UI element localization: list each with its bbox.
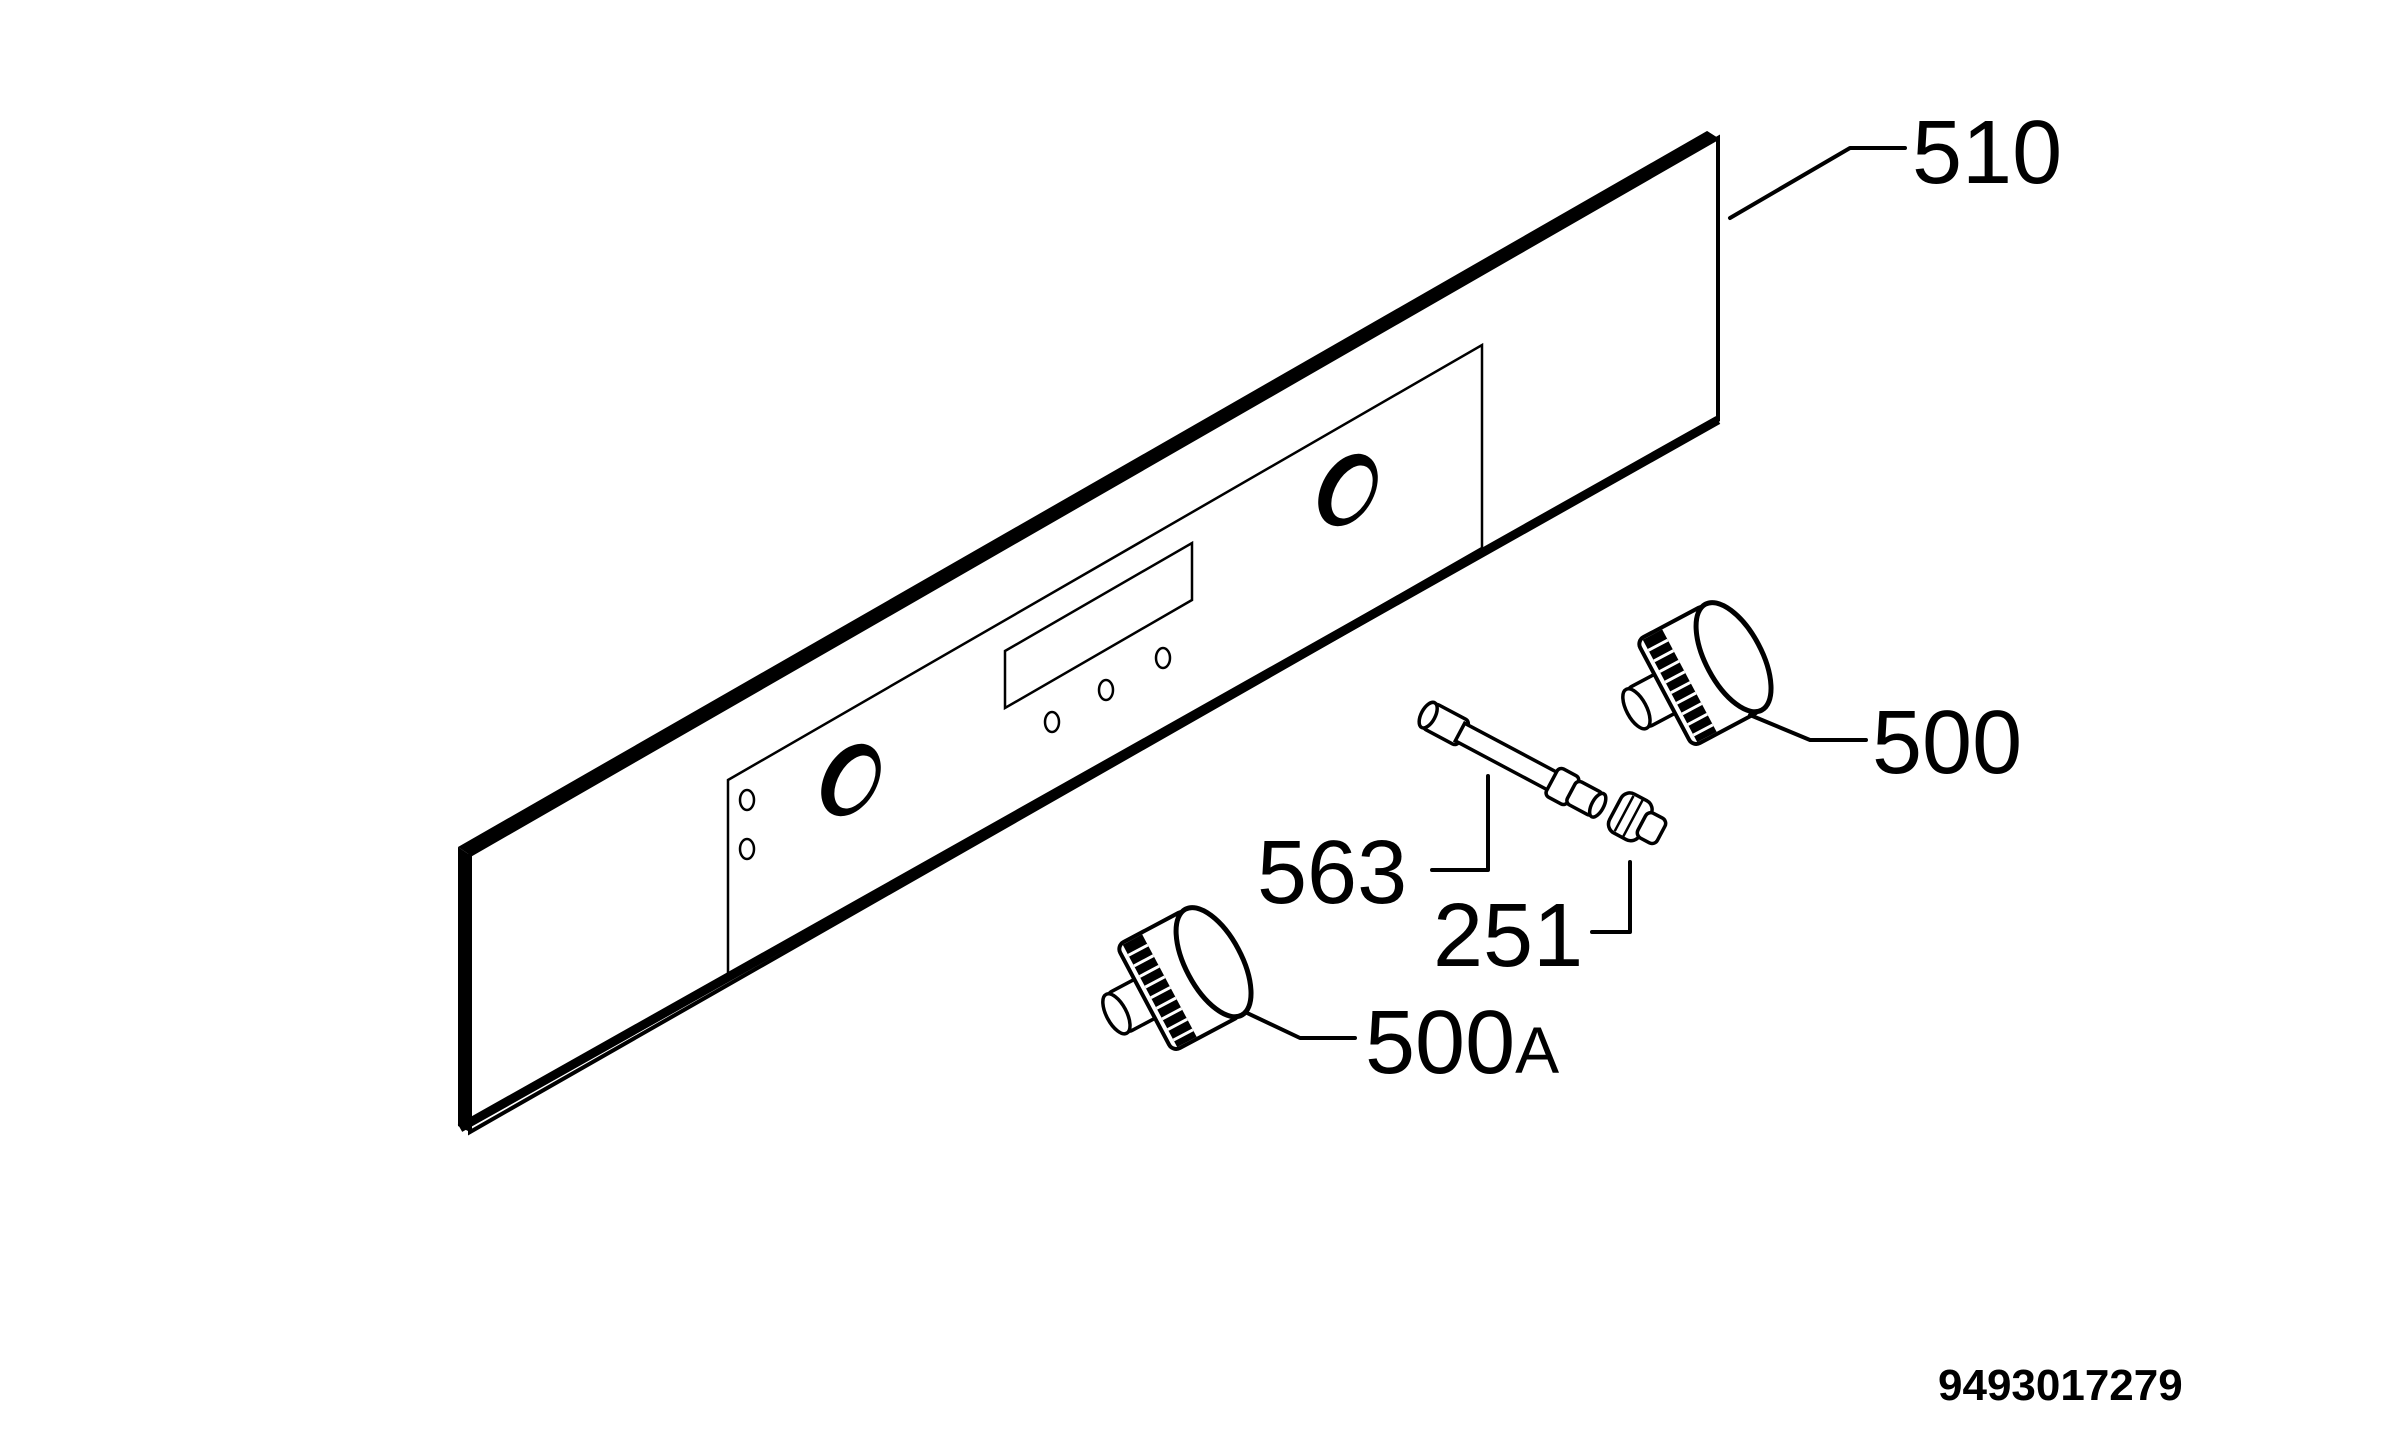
label-500: 500	[1872, 693, 2022, 793]
indicator-hole-1	[738, 788, 756, 812]
button-hole-3	[1154, 646, 1172, 670]
right-knob-hole	[1318, 453, 1378, 527]
label-500a-suffix: A	[1515, 1013, 1559, 1087]
label-563: 563	[1257, 823, 1407, 923]
control-area-frame	[726, 342, 1484, 983]
document-code: 9493017279	[1938, 1361, 2183, 1410]
leader-500	[1748, 713, 1868, 742]
knob-500	[1621, 600, 1774, 746]
leader-500a	[1243, 1010, 1357, 1040]
label-500a-number: 500	[1365, 993, 1515, 1093]
shaft-563	[1417, 700, 1608, 819]
knob-500a	[1101, 905, 1254, 1051]
spring-clip-251	[1606, 791, 1668, 846]
button-hole-2	[1097, 678, 1115, 702]
label-510: 510	[1912, 103, 2062, 203]
leader-563	[1430, 774, 1490, 872]
leader-251	[1590, 860, 1632, 934]
control-panel	[457, 131, 1721, 1136]
display-window	[1003, 540, 1194, 711]
button-hole-1	[1043, 710, 1061, 734]
panel-left-edge	[458, 847, 470, 1132]
label-500a: 500A	[1365, 993, 1559, 1093]
leader-510	[1728, 146, 1907, 220]
indicator-hole-2	[738, 837, 756, 861]
label-251: 251	[1433, 886, 1583, 986]
panel-top-edge	[458, 131, 1718, 855]
left-knob-hole	[821, 743, 881, 817]
